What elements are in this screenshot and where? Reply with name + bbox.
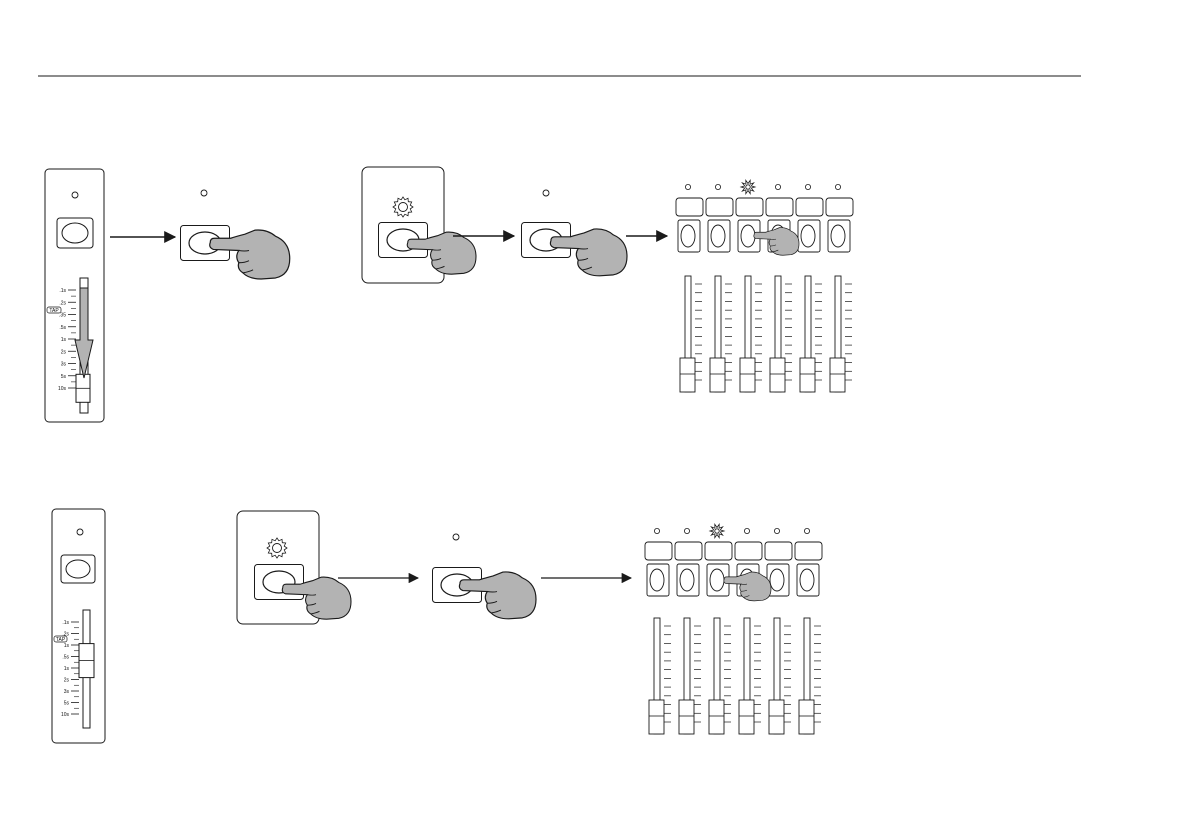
channel-strip-bottom [645,524,822,734]
led-icon [744,528,749,533]
channel-button-cap [710,569,724,591]
led-icon [654,528,659,533]
channel-name-box [735,542,762,560]
step-press-button-3 [433,534,537,619]
scale-label: 5s [61,374,67,380]
led-icon [775,184,780,189]
led-icon [72,192,78,198]
channel-name-box [736,198,763,216]
step-press-button-1 [181,190,290,279]
channel-button-cap [800,569,814,591]
scale-label: 3s [64,689,70,695]
channel-button-cap [741,225,755,247]
scale-label: 10s [58,386,67,392]
channel-fader-knob [800,358,815,392]
channel-name-box [705,542,732,560]
led-icon [774,528,779,533]
scale-label: .5s [62,655,69,661]
tap-tag-label: TAP [56,637,66,643]
channel-fader-knob [830,358,845,392]
fader-panel-frame [52,509,105,743]
channel-fader-knob [799,700,814,734]
channel-fader-knob [710,358,725,392]
channel-fader-knob [740,358,755,392]
led-core [746,185,750,189]
scale-label: .5s [59,325,66,331]
step-press-button-2 [522,190,628,276]
scale-label: 2s [61,349,67,355]
pointing-hand-icon [754,228,799,256]
scale-label: .2s [59,300,66,306]
fader-panel-top: .1s .2s .35 .5s 1s 2s 3s 5s 10s TAP [45,169,104,422]
channel-fader-knob [679,700,694,734]
led-icon [684,528,689,533]
led-icon [715,184,720,189]
led-icon [835,184,840,189]
channel-name-box [796,198,823,216]
step-led-blinking-press-2 [237,511,351,624]
scale-label: 1s [61,337,67,343]
scale-label: .35 [59,313,66,319]
channel-fader-knob [769,700,784,734]
led-core [399,203,408,212]
step-led-blinking-press-1 [362,167,476,283]
channel-name-box [765,542,792,560]
channel-button-cap [770,569,784,591]
channel-name-box [766,198,793,216]
panel-button-cap [62,223,88,243]
top-row: .1s .2s .35 .5s 1s 2s 3s 5s 10s TAP [45,167,853,422]
scale-label: .1s [59,288,66,294]
channel-name-box [676,198,703,216]
scale-label: .1s [62,620,69,626]
channel-name-box [675,542,702,560]
channel-fader-knob [680,358,695,392]
scale-label: 2s [64,678,70,684]
led-icon [804,528,809,533]
channel-button-cap [711,225,725,247]
tap-tag-label: TAP [49,308,59,314]
led-icon [685,184,690,189]
channel-fader-knob [770,358,785,392]
channel-name-box [645,542,672,560]
fader-panel-frame [45,169,104,422]
led-icon [543,190,549,196]
led-icon [77,529,83,535]
scale-label: 3s [61,362,67,368]
channel-button-cap [801,225,815,247]
led-core [715,529,719,533]
channel-button-cap [831,225,845,247]
pointing-hand-icon [724,572,771,601]
channel-button-cap [681,225,695,247]
channel-name-box [706,198,733,216]
led-core [273,544,282,553]
channel-fader-knob [739,700,754,734]
channel-fader-knob [649,700,664,734]
scale-label: 1s [64,666,70,672]
scale-label: 10s [61,712,70,718]
channel-name-box [795,542,822,560]
channel-button-cap [680,569,694,591]
led-icon [453,534,459,540]
scale-label: 1s [64,643,70,649]
led-icon [805,184,810,189]
panel-button-cap [66,560,90,578]
channel-strip-top [676,180,853,392]
led-icon [201,190,207,196]
channel-fader-knob [709,700,724,734]
channel-button-cap [650,569,664,591]
scale-label: 5s [64,701,70,707]
channel-name-box [826,198,853,216]
